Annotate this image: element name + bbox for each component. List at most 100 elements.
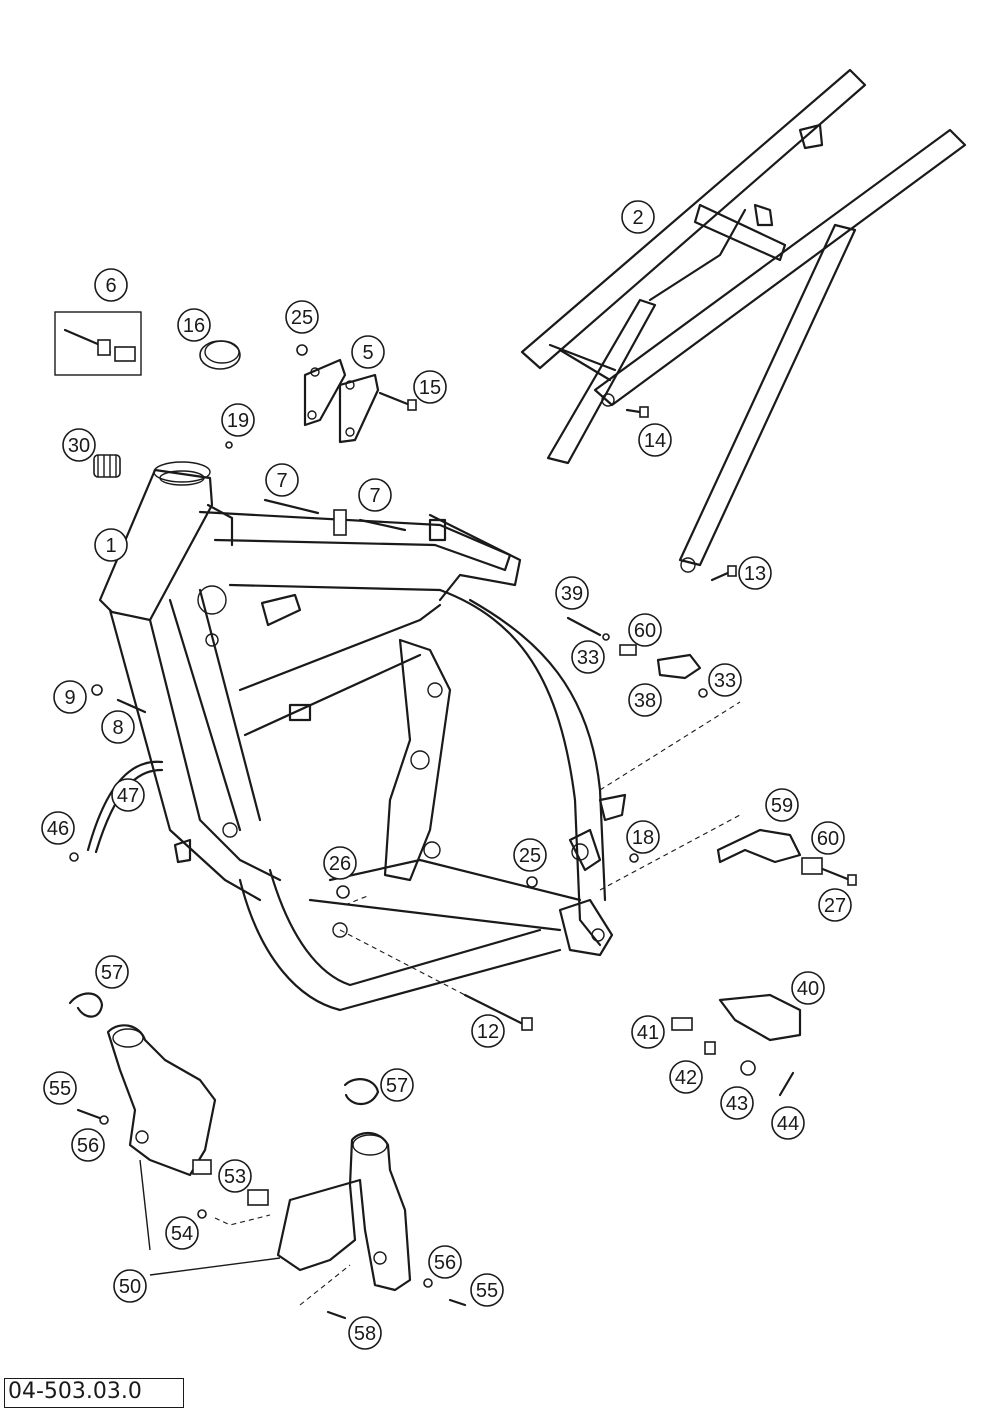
callout-number: 33 [577,647,599,669]
callout-number: 27 [824,895,846,917]
callout-number: 38 [634,690,656,712]
callout-27: 27 [818,888,852,922]
callout-number: 50 [119,1276,141,1298]
callout-9: 9 [53,680,87,714]
callout-7b: 7 [358,478,392,512]
callout-number: 57 [101,962,123,984]
callout-57a: 57 [95,955,129,989]
callout-number: 43 [726,1093,748,1115]
callout-6: 6 [94,268,128,302]
callout-number: 58 [354,1323,376,1345]
frame-guard-left [99,1024,217,1251]
callout-12: 12 [471,1014,505,1048]
footpeg [671,993,802,1097]
callout-number: 8 [112,717,123,739]
callout-number: 40 [797,978,819,1000]
callout-number: 2 [632,207,643,229]
callout-number: 53 [224,1166,246,1188]
callout-41: 41 [631,1015,665,1049]
frame-guard-right [149,1132,433,1306]
main-frame [98,461,627,1012]
callout-number: 14 [644,430,666,452]
frame-cap [199,340,241,370]
callout-38: 38 [628,683,662,717]
leader-line [344,894,371,906]
callout-55a: 55 [43,1071,77,1105]
callout-19: 19 [221,403,255,437]
callout-44: 44 [771,1106,805,1140]
callout-number: 60 [634,620,656,642]
callout-number: 41 [637,1022,659,1044]
callout-number: 16 [183,315,205,337]
upper-footpeg-parts [599,633,741,791]
callout-number: 56 [434,1252,456,1274]
callout-2: 2 [621,200,655,234]
callout-15: 15 [413,370,447,404]
callout-47: 47 [111,778,145,812]
callout-number: 1 [105,535,116,557]
callout-number: 57 [386,1075,408,1097]
callout-number: 60 [817,828,839,850]
callout-33b: 33 [708,663,742,697]
callout-7a: 7 [265,463,299,497]
cable-ties [68,992,380,1106]
callout-13: 13 [738,556,772,590]
lock-kit [54,311,142,376]
callout-8: 8 [101,710,135,744]
callout-59: 59 [765,788,799,822]
diagram-code-label: 04-503.03.0 [4,1378,184,1408]
callout-33a: 33 [571,640,605,674]
callout-number: 18 [632,827,654,849]
callout-number: 30 [68,435,90,457]
steering-bushing [93,454,121,478]
callout-42: 42 [669,1060,703,1094]
callout-number: 7 [276,470,287,492]
callout-number: 47 [117,785,139,807]
callout-number: 7 [369,485,380,507]
callout-5: 5 [351,335,385,369]
callout-number: 55 [49,1078,71,1100]
callout-18: 18 [626,820,660,854]
callout-53: 53 [218,1159,252,1193]
callout-number: 55 [476,1280,498,1302]
callout-number: 6 [105,275,116,297]
callout-number: 5 [362,342,373,364]
callout-30: 30 [62,428,96,462]
callout-26: 26 [323,846,357,880]
callout-number: 15 [419,377,441,399]
callout-16: 16 [177,308,211,342]
callout-43: 43 [720,1086,754,1120]
arrow-marks [263,498,407,536]
callout-number: 25 [291,307,313,329]
callout-14: 14 [638,423,672,457]
callout-58: 58 [348,1316,382,1350]
callout-number: 54 [171,1223,193,1245]
engine-brackets [296,344,380,444]
callout-1: 1 [94,528,128,562]
callout-56b: 56 [428,1245,462,1279]
bolts [69,391,857,1320]
callout-number: 19 [227,410,249,432]
chain-guide [599,814,823,891]
callout-39: 39 [555,576,589,610]
callout-number: 25 [519,845,541,867]
callout-50: 50 [113,1269,147,1303]
leader-line [339,929,466,996]
callout-46: 46 [41,811,75,845]
callout-40: 40 [791,971,825,1005]
callout-60a: 60 [628,613,662,647]
callout-number: 26 [329,853,351,875]
rear-subframe [520,68,967,573]
callout-60b: 60 [811,821,845,855]
callout-25a: 25 [285,300,319,334]
callout-number: 33 [714,670,736,692]
callout-number: 12 [477,1021,499,1043]
callout-number: 39 [561,583,583,605]
callout-25b: 25 [513,838,547,872]
callout-number: 13 [744,563,766,585]
callout-number: 42 [675,1067,697,1089]
callout-57b: 57 [380,1068,414,1102]
callout-55b: 55 [470,1273,504,1307]
callout-number: 44 [777,1113,799,1135]
